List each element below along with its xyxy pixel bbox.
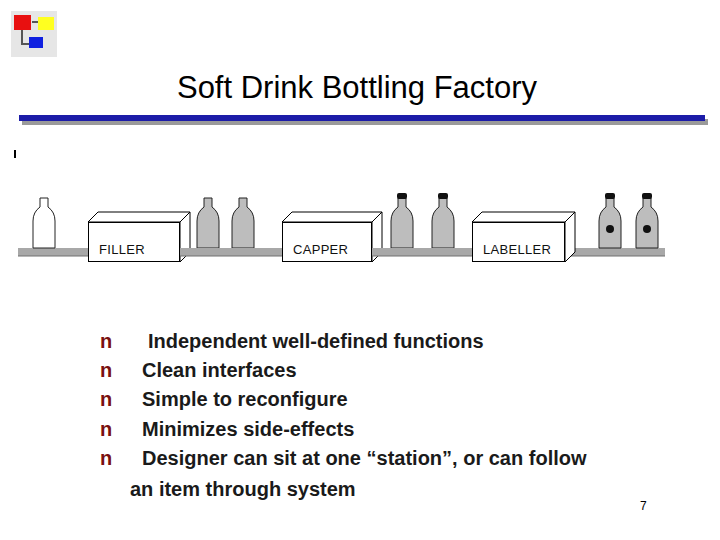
bottle-label <box>643 225 651 233</box>
conveyor-group <box>372 252 472 256</box>
page-number: 7 <box>640 498 660 514</box>
labelled-bottle <box>599 198 621 248</box>
bottle-cap <box>438 193 448 199</box>
conveyor-belt <box>18 248 88 256</box>
box-top <box>472 212 575 222</box>
title-rule <box>19 115 705 121</box>
box-top <box>282 212 382 222</box>
box-side <box>565 212 575 262</box>
conveyor-group <box>180 252 282 256</box>
machine-name: FILLER <box>99 242 145 257</box>
bullet-text: Independent well-defined functions <box>148 326 648 357</box>
logo-line <box>22 30 30 44</box>
bottle-cap <box>397 193 407 199</box>
logo-line <box>32 21 38 23</box>
belt-edge <box>18 256 88 257</box>
empty-bottle <box>33 198 55 248</box>
tick-mark <box>14 150 16 158</box>
bullet-glyph: n <box>100 414 120 445</box>
machine-name: LABELLER <box>483 242 551 257</box>
bottle-cap <box>642 193 652 199</box>
machine-name: CAPPER <box>293 242 348 257</box>
capped-bottle <box>391 198 413 248</box>
bottle-cap <box>605 193 615 199</box>
conveyor-belt <box>180 248 282 256</box>
logo-square <box>29 37 43 48</box>
belt-edge <box>372 256 472 257</box>
bullet-glyph: n <box>100 355 120 386</box>
labelled-bottle <box>636 198 658 248</box>
bullet-text: Designer can sit at one “station”, or ca… <box>130 443 610 505</box>
box-side <box>180 212 190 262</box>
conveyor-belt <box>372 248 472 256</box>
filled-bottle <box>232 198 254 248</box>
bottle-label <box>606 225 614 233</box>
capped-bottle <box>432 198 454 248</box>
conveyor-belt <box>565 248 665 256</box>
logo-background <box>11 11 57 57</box>
box-side <box>372 212 382 262</box>
belt-edge <box>565 256 665 257</box>
bullet-text: Simple to reconfigure <box>142 384 642 415</box>
filled-bottle <box>197 198 219 248</box>
bullet-glyph: n <box>100 384 120 415</box>
logo-icon <box>11 11 57 57</box>
logo-square <box>14 15 31 30</box>
bullet-glyph: n <box>100 326 120 357</box>
logo-square <box>38 17 54 30</box>
box-top <box>88 212 190 222</box>
bullet-text: Clean interfaces <box>142 355 642 386</box>
machine-box: CAPPER <box>282 222 372 262</box>
bullet-text: Minimizes side-effects <box>142 414 642 445</box>
bullet-glyph: n <box>100 443 120 474</box>
machine-box: FILLER <box>88 222 180 262</box>
machine-box: LABELLER <box>472 222 565 262</box>
belt-edge <box>180 256 282 257</box>
slide-title: Soft Drink Bottling Factory <box>140 70 574 106</box>
